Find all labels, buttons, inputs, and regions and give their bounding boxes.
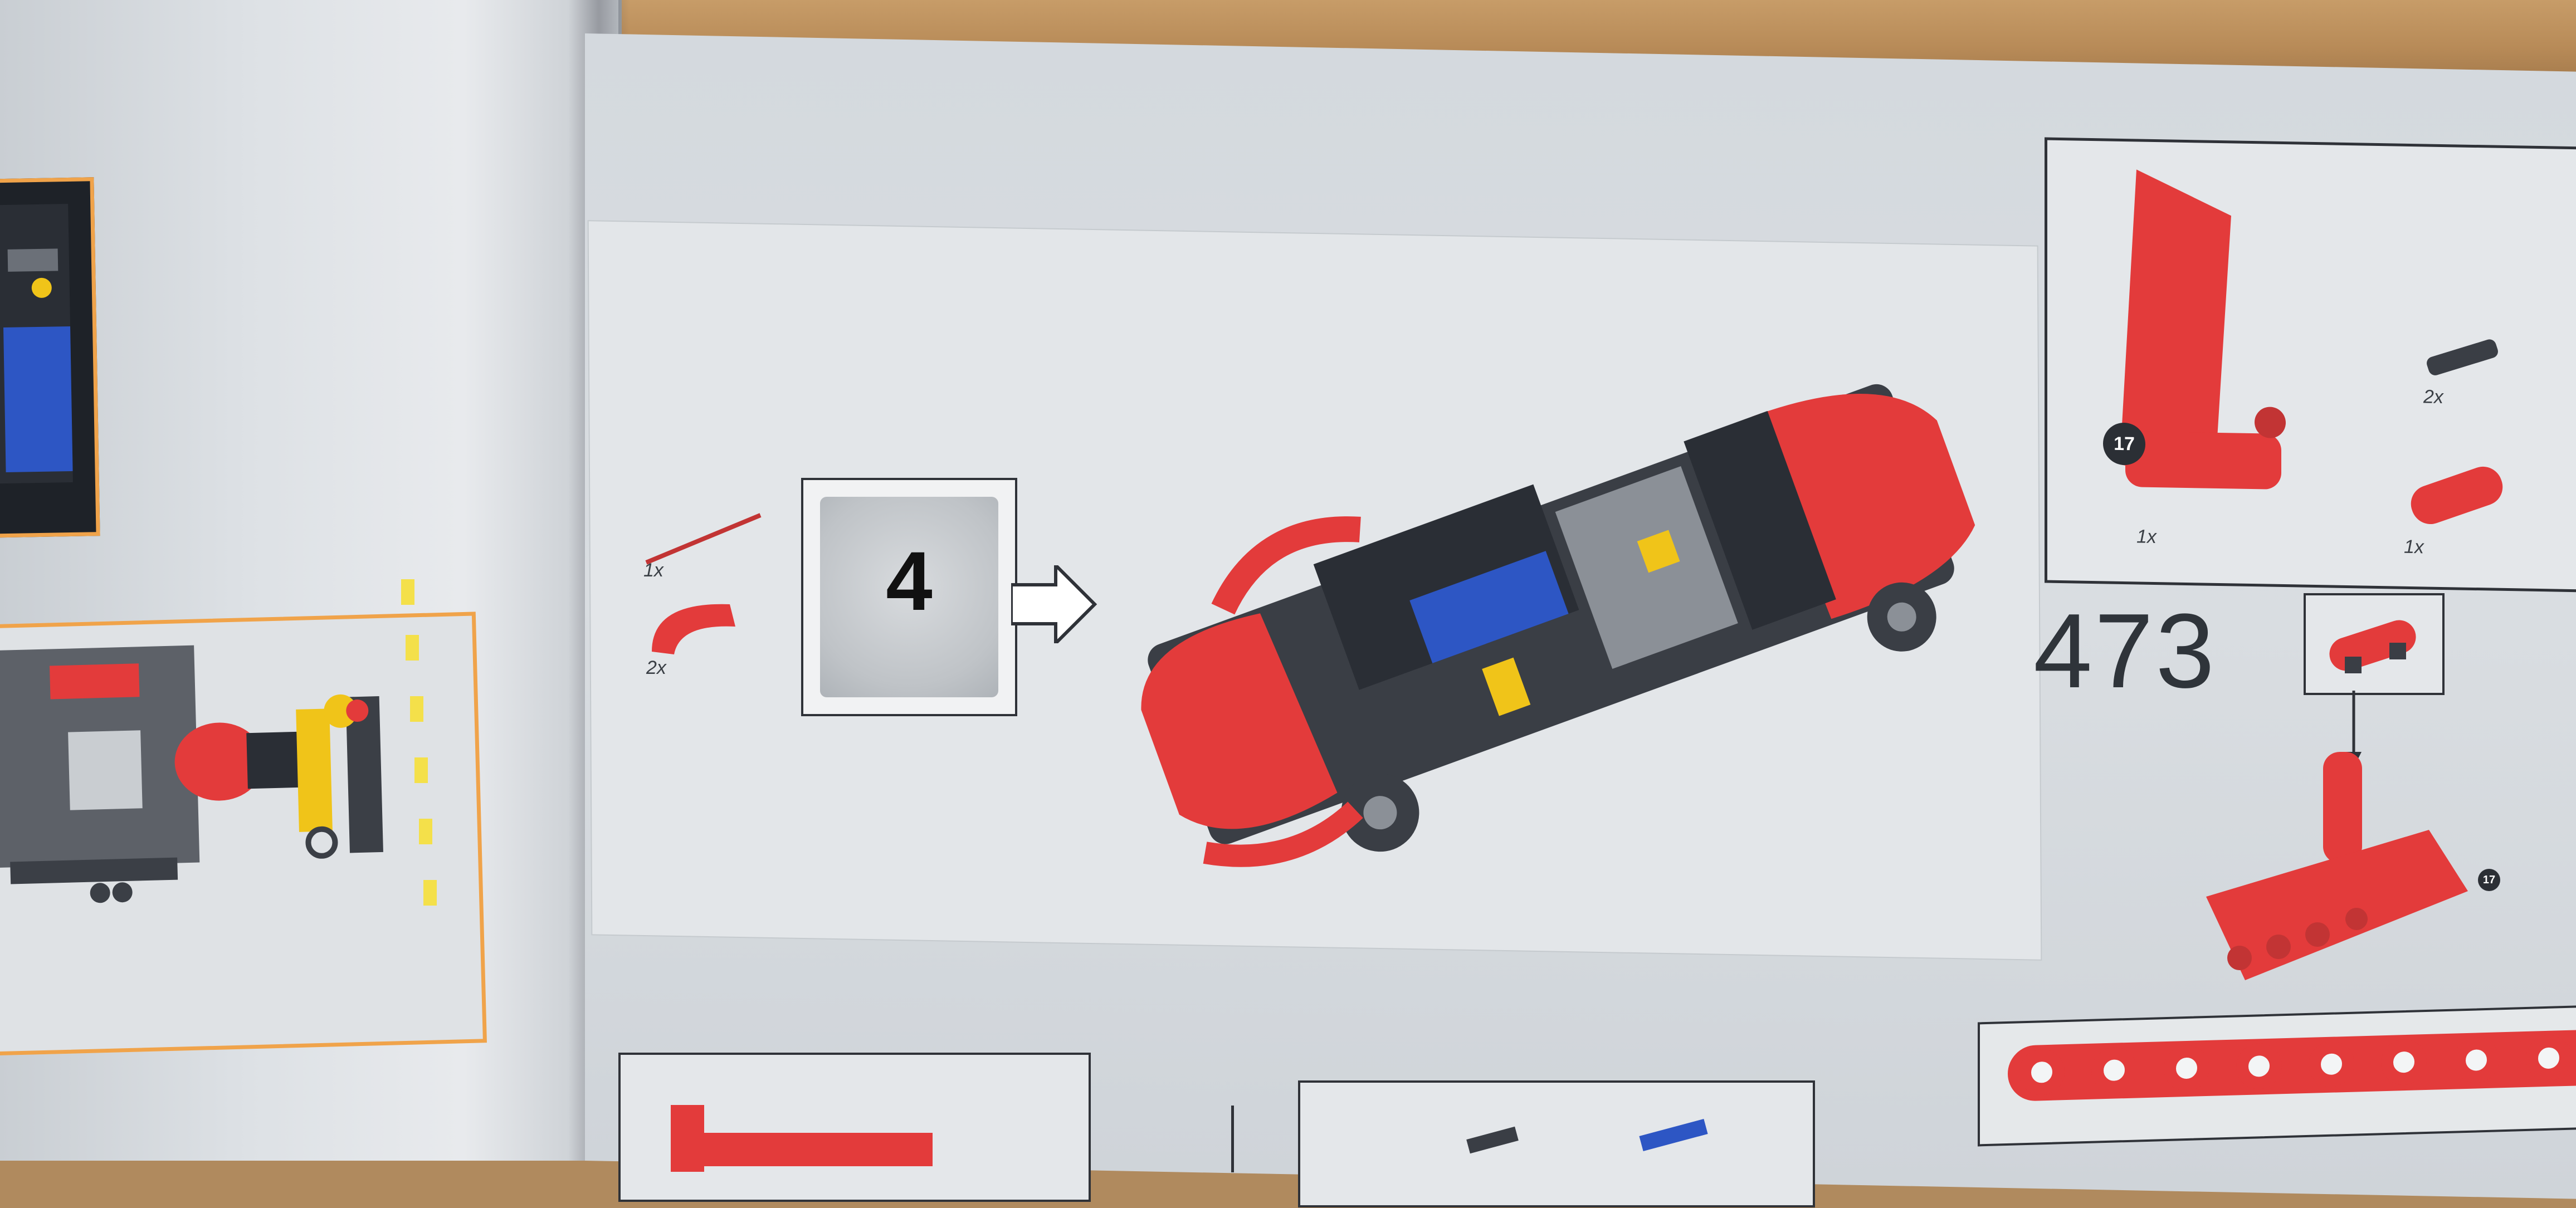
- technic-mechanism-icon: [0, 645, 383, 903]
- parts-bag-icon: [820, 497, 998, 697]
- technic-car-model-icon: [1141, 384, 1975, 867]
- pin-part-icon: [2427, 339, 2498, 375]
- axle-part-icon: [645, 513, 762, 565]
- curved-beam-part-icon: [652, 604, 735, 654]
- assembled-panel-icon: [2206, 752, 2468, 980]
- next-step-box-right: [1298, 1080, 1815, 1207]
- previous-step-frame: [0, 612, 487, 1056]
- step-number: 473: [2033, 592, 2217, 710]
- next-step-part-icon: [671, 1105, 933, 1172]
- bag-callout: 4: [801, 478, 1017, 716]
- technic-model-fragment-icon: [0, 203, 73, 484]
- pin-beam-callout: [2304, 593, 2445, 695]
- divider-line: [1231, 1106, 1234, 1172]
- callout-17-small-badge: 17: [2478, 869, 2500, 891]
- beam-scale-strip: [1978, 1005, 2576, 1147]
- axle-quantity: 1x: [643, 560, 663, 581]
- next-step-pins-icon: [1466, 1118, 1708, 1154]
- yellow-dash-guide: [401, 579, 437, 906]
- curve-quantity: 2x: [646, 657, 666, 678]
- parts-list-icons: [645, 513, 762, 654]
- callout-17-badge: 17: [2103, 422, 2145, 466]
- next-step-box-left: [618, 1053, 1091, 1202]
- beam-with-pins-icon: [2329, 620, 2416, 673]
- panel-part-icon: [2120, 169, 2286, 490]
- bag-number: 4: [886, 534, 933, 628]
- beam-quantity: 1x: [2404, 536, 2424, 558]
- beam-part-icon: [2411, 466, 2503, 525]
- sub-assembly-box: 17 1x 2x 1x: [2045, 137, 2576, 593]
- arrow-right-icon: [1011, 565, 1097, 643]
- pin-quantity: 2x: [2423, 386, 2443, 408]
- panel-quantity: 1x: [2136, 526, 2157, 548]
- previous-step-frame-top: [0, 177, 100, 538]
